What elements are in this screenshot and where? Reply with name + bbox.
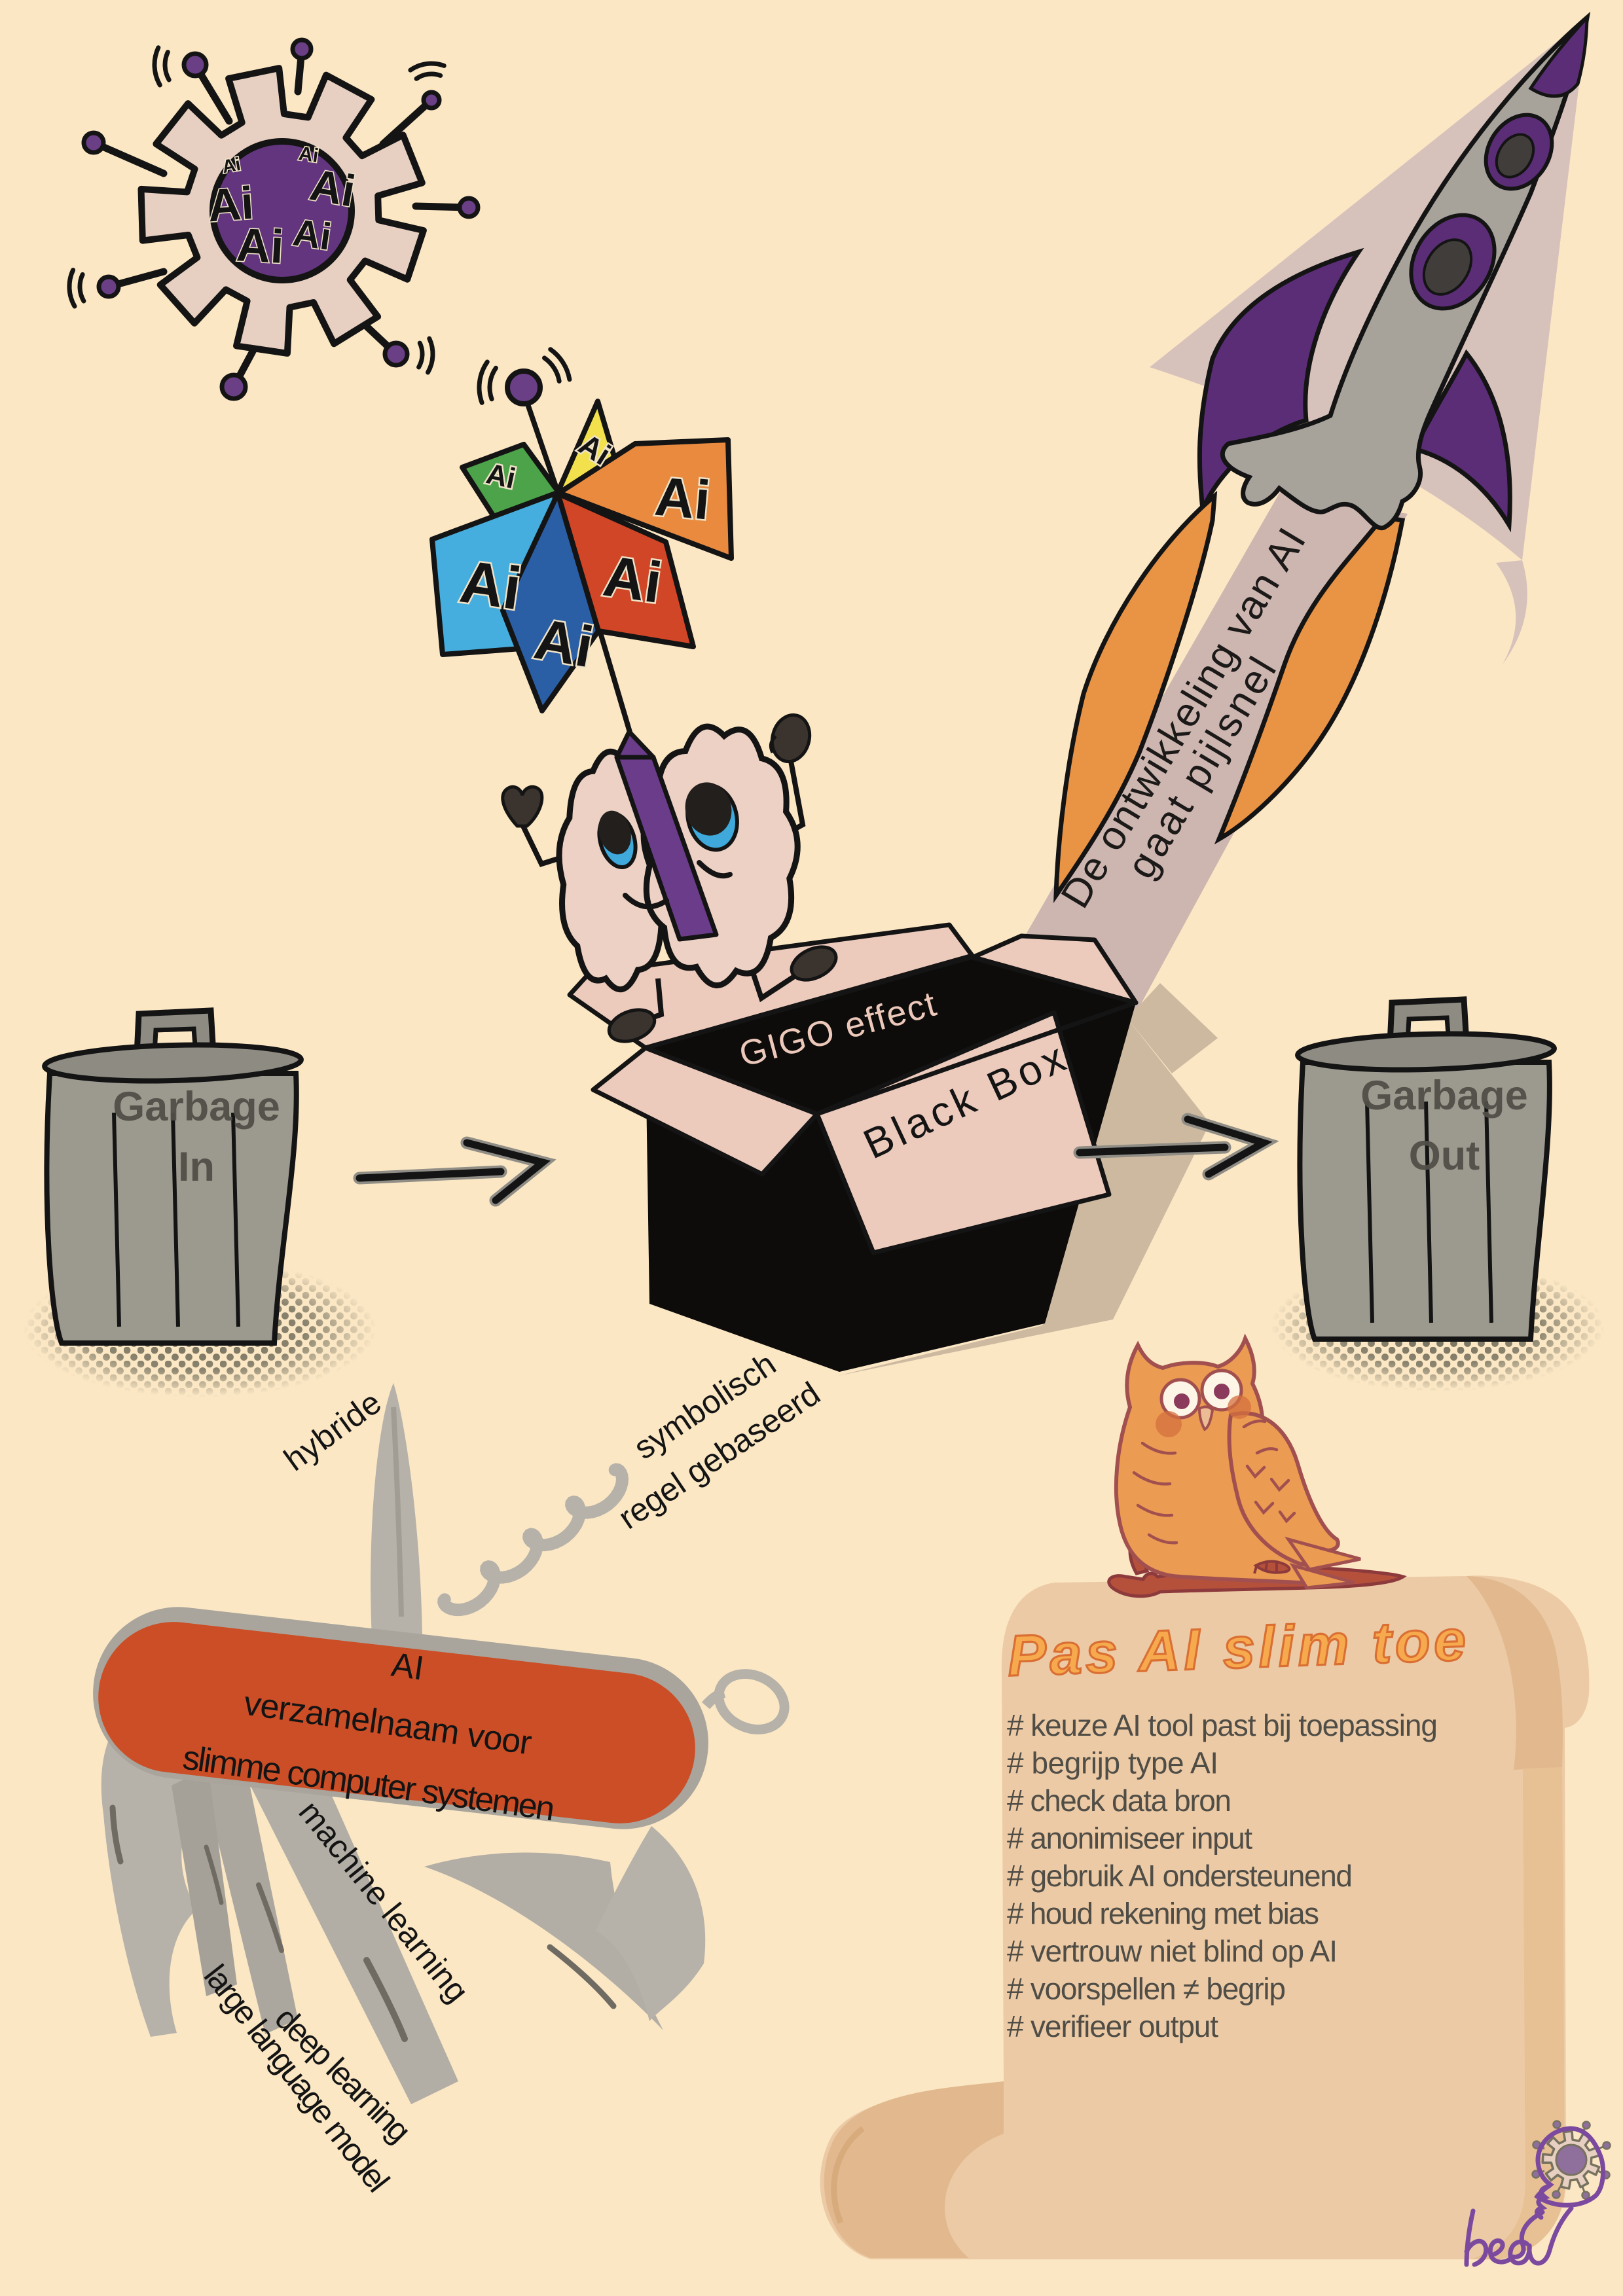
svg-text:Ai: Ai: [530, 606, 598, 680]
svg-text:Ai: Ai: [221, 154, 242, 177]
svg-text:Garbage: Garbage: [113, 1084, 280, 1130]
svg-text:Ai: Ai: [235, 219, 285, 274]
svg-text:Ai: Ai: [297, 143, 319, 167]
svg-text:Garbage: Garbage: [1360, 1073, 1528, 1119]
svg-text:# gebruik AI ondersteunend: # gebruik AI ondersteunend: [1007, 1859, 1353, 1893]
svg-text:AI: AI: [389, 1645, 426, 1687]
svg-text:# vertrouw niet blind op AI: # vertrouw niet blind op AI: [1007, 1934, 1338, 1968]
svg-text:Ai: Ai: [653, 465, 713, 531]
svg-text:# check data bron: # check data bron: [1007, 1784, 1231, 1818]
svg-text:In: In: [178, 1144, 215, 1190]
svg-text:Ai: Ai: [600, 543, 666, 615]
svg-text:Ai: Ai: [206, 177, 255, 232]
svg-text:# voorspellen ≠ begrip: # voorspellen ≠ begrip: [1007, 1972, 1286, 2006]
svg-text:Ai: Ai: [456, 548, 525, 622]
svg-text:Ai: Ai: [306, 160, 359, 217]
svg-text:# houd rekening met bias: # houd rekening met bias: [1007, 1897, 1319, 1931]
svg-text:# anonimiseer input: # anonimiseer input: [1007, 1821, 1252, 1856]
svg-text:# verifieer output: # verifieer output: [1007, 2009, 1218, 2043]
svg-text:Out: Out: [1409, 1133, 1480, 1179]
svg-text:Ai: Ai: [290, 211, 333, 258]
svg-text:# keuze AI tool past bij toepa: # keuze AI tool past bij toepassing: [1007, 1708, 1438, 1742]
svg-text:# begrijp type AI: # begrijp type AI: [1007, 1746, 1218, 1780]
